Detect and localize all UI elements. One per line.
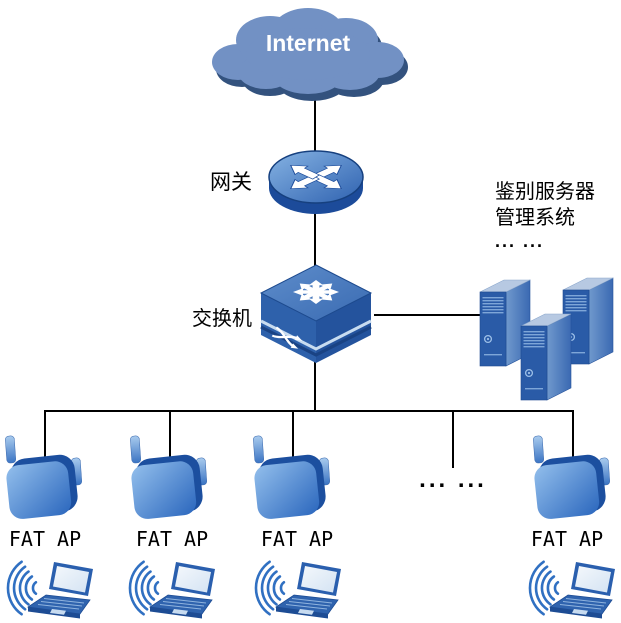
wireless-laptop-icon xyxy=(6,560,95,620)
fat-ap-label: FAT AP xyxy=(530,527,604,551)
gateway-label: 网关 xyxy=(210,171,252,194)
link-switch-server xyxy=(374,314,482,316)
auth-server-label: 鉴别服务器 管理系统 ... ... xyxy=(495,179,595,251)
wireless-laptop-icon xyxy=(528,560,617,620)
drop-ap-4 xyxy=(572,410,574,460)
fat-ap-label: FAT AP xyxy=(260,527,334,551)
switch-label: 交换机 xyxy=(192,308,252,330)
fat-ap-icon xyxy=(532,435,611,521)
wireless-laptop-icon xyxy=(254,560,343,620)
fat-ap-label: FAT AP xyxy=(135,527,209,551)
switch-icon xyxy=(259,264,373,363)
drop-ap-1 xyxy=(44,410,46,460)
link-cloud-gateway xyxy=(314,92,316,154)
internet-label: Internet xyxy=(265,30,351,56)
link-gateway-switch xyxy=(314,212,316,272)
fat-ap-icon xyxy=(252,435,331,521)
drop-ap-2 xyxy=(169,410,171,460)
server-tower-icon xyxy=(479,277,614,401)
auth-server-label-line1: 鉴别服务器 xyxy=(495,181,595,203)
internet-cloud-icon xyxy=(212,8,408,101)
bus-line xyxy=(44,410,574,412)
drop-ellipsis xyxy=(452,410,454,468)
router-icon xyxy=(268,150,364,214)
ap-ellipsis: ... ... xyxy=(419,466,487,493)
wireless-laptop-icon xyxy=(128,560,217,620)
fat-ap-label: FAT AP xyxy=(8,527,82,551)
auth-server-ellipsis: ... ... xyxy=(495,231,545,251)
link-switch-bus xyxy=(314,358,316,412)
fat-ap-icon xyxy=(129,435,208,521)
drop-ap-3 xyxy=(292,410,294,460)
auth-server-label-line2: 管理系统 xyxy=(495,207,575,229)
fat-ap-icon xyxy=(4,435,83,521)
